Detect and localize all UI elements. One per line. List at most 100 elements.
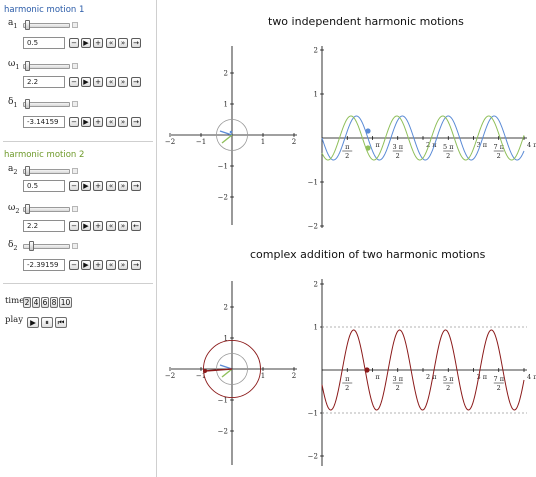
x-tick-label: π <box>376 373 381 381</box>
omega1-play-button[interactable]: ▶ <box>81 77 91 87</box>
a2-value-field[interactable]: 0.5 <box>23 180 65 192</box>
omega1-slider-thumb[interactable] <box>25 61 30 71</box>
omega2-plus-button[interactable]: + <box>93 221 103 231</box>
omega2-minus-button[interactable]: − <box>69 221 79 231</box>
delta1-minus-button[interactable]: − <box>69 117 79 127</box>
phasor-tip <box>229 130 233 134</box>
a1-slider[interactable] <box>23 20 70 30</box>
delta2-slider[interactable] <box>23 241 70 251</box>
a1-plus-button[interactable]: + <box>93 38 103 48</box>
phasor-sum <box>204 368 233 372</box>
delta1-plus-button[interactable]: + <box>93 117 103 127</box>
omega2-slider[interactable] <box>23 204 70 214</box>
a2-direction-button[interactable]: → <box>131 181 141 191</box>
circle-hm <box>216 119 248 151</box>
omega1-direction-button[interactable]: → <box>131 77 141 87</box>
omega1-value-field[interactable]: 2.2 <box>23 76 65 88</box>
time-option-10[interactable]: 10 <box>59 297 72 308</box>
delta1-slider-thumb[interactable] <box>25 99 30 109</box>
section-divider <box>3 283 153 284</box>
omega2-label: ω2 <box>8 203 20 215</box>
y-tick-label: −1 <box>308 410 318 418</box>
a1-label: a1 <box>8 18 18 30</box>
omega1-slider[interactable] <box>23 61 70 71</box>
delta2-minus-button[interactable]: − <box>69 260 79 270</box>
y-tick-label: 2 <box>224 70 228 78</box>
omega2-faster-button[interactable]: « <box>106 221 116 231</box>
a2-expand-icon[interactable] <box>72 168 78 174</box>
play-button[interactable]: ▶ <box>27 317 39 328</box>
y-tick-label: −1 <box>218 163 228 171</box>
omega2-direction-button[interactable]: ← <box>131 221 141 231</box>
a1-slower-button[interactable]: » <box>118 38 128 48</box>
x-tick-label-num: 3 π <box>393 375 404 383</box>
x-tick-label-num: 5 π <box>443 375 454 383</box>
delta2-expand-icon[interactable] <box>72 243 78 249</box>
curve-hm1 <box>321 115 525 161</box>
pause-button[interactable]: ⏸ <box>41 317 53 328</box>
x-tick-label-den: 2 <box>446 152 450 160</box>
delta1-expand-icon[interactable] <box>72 101 78 107</box>
y-tick-label: 2 <box>224 304 228 312</box>
delta1-slower-button[interactable]: » <box>118 117 128 127</box>
x-tick-label-den: 2 <box>345 152 349 160</box>
a2-faster-button[interactable]: « <box>106 181 116 191</box>
delta2-play-button[interactable]: ▶ <box>81 260 91 270</box>
time-option-4[interactable]: 4 <box>32 297 40 308</box>
delta2-value-field[interactable]: -2.39159 <box>23 259 65 271</box>
a1-value-field[interactable]: 0.5 <box>23 37 65 49</box>
a2-label: a2 <box>8 164 18 176</box>
time-option-6[interactable]: 6 <box>41 297 49 308</box>
delta2-direction-button[interactable]: → <box>131 260 141 270</box>
a1-minus-button[interactable]: − <box>69 38 79 48</box>
delta1-faster-button[interactable]: « <box>106 117 116 127</box>
a2-play-button[interactable]: ▶ <box>81 181 91 191</box>
delta2-plus-button[interactable]: + <box>93 260 103 270</box>
reset-button[interactable]: ⏮ <box>55 317 67 328</box>
a2-slower-button[interactable]: » <box>118 181 128 191</box>
phasor-1 <box>219 364 233 370</box>
phasor-sum-tip <box>203 369 207 373</box>
omega1-slower-button[interactable]: » <box>118 77 128 87</box>
x-tick-label-num: 7 π <box>494 375 505 383</box>
a1-play-button[interactable]: ▶ <box>81 38 91 48</box>
delta1-direction-button[interactable]: → <box>131 117 141 127</box>
omega1-expand-icon[interactable] <box>72 63 78 69</box>
x-tick-label: 2 π <box>426 141 437 149</box>
omega2-slider-thumb[interactable] <box>25 204 30 214</box>
delta1-value-field[interactable]: -3.14159 <box>23 116 65 128</box>
omega1-minus-button[interactable]: − <box>69 77 79 87</box>
a2-plus-button[interactable]: + <box>93 181 103 191</box>
y-tick-label: −1 <box>218 397 228 405</box>
a2-minus-button[interactable]: − <box>69 181 79 191</box>
omega2-expand-icon[interactable] <box>72 206 78 212</box>
time-option-2[interactable]: 2 <box>23 297 31 308</box>
a1-expand-icon[interactable] <box>72 22 78 28</box>
play-label: play <box>5 315 24 325</box>
delta2-faster-button[interactable]: « <box>106 260 116 270</box>
a2-slider-thumb[interactable] <box>25 166 30 176</box>
x-tick-label-den: 2 <box>446 384 450 392</box>
omega1-faster-button[interactable]: « <box>106 77 116 87</box>
delta2-slider-thumb[interactable] <box>29 241 34 251</box>
omega1-plus-button[interactable]: + <box>93 77 103 87</box>
omega2-value-field[interactable]: 2.2 <box>23 220 65 232</box>
a2-slider[interactable] <box>23 166 70 176</box>
x-tick-label-den: 2 <box>396 152 400 160</box>
x-tick-label: 2 <box>292 372 296 380</box>
x-tick-label-num: 5 π <box>443 143 454 151</box>
a1-slider-thumb[interactable] <box>25 20 30 30</box>
delta1-slider[interactable] <box>23 99 70 109</box>
omega2-slower-button[interactable]: » <box>118 221 128 231</box>
delta2-slower-button[interactable]: » <box>118 260 128 270</box>
delta1-play-button[interactable]: ▶ <box>81 117 91 127</box>
time-option-8[interactable]: 8 <box>50 297 58 308</box>
omega2-play-button[interactable]: ▶ <box>81 221 91 231</box>
a1-direction-button[interactable]: → <box>131 38 141 48</box>
hm1-title: harmonic motion 1 <box>4 5 85 15</box>
a1-faster-button[interactable]: « <box>106 38 116 48</box>
